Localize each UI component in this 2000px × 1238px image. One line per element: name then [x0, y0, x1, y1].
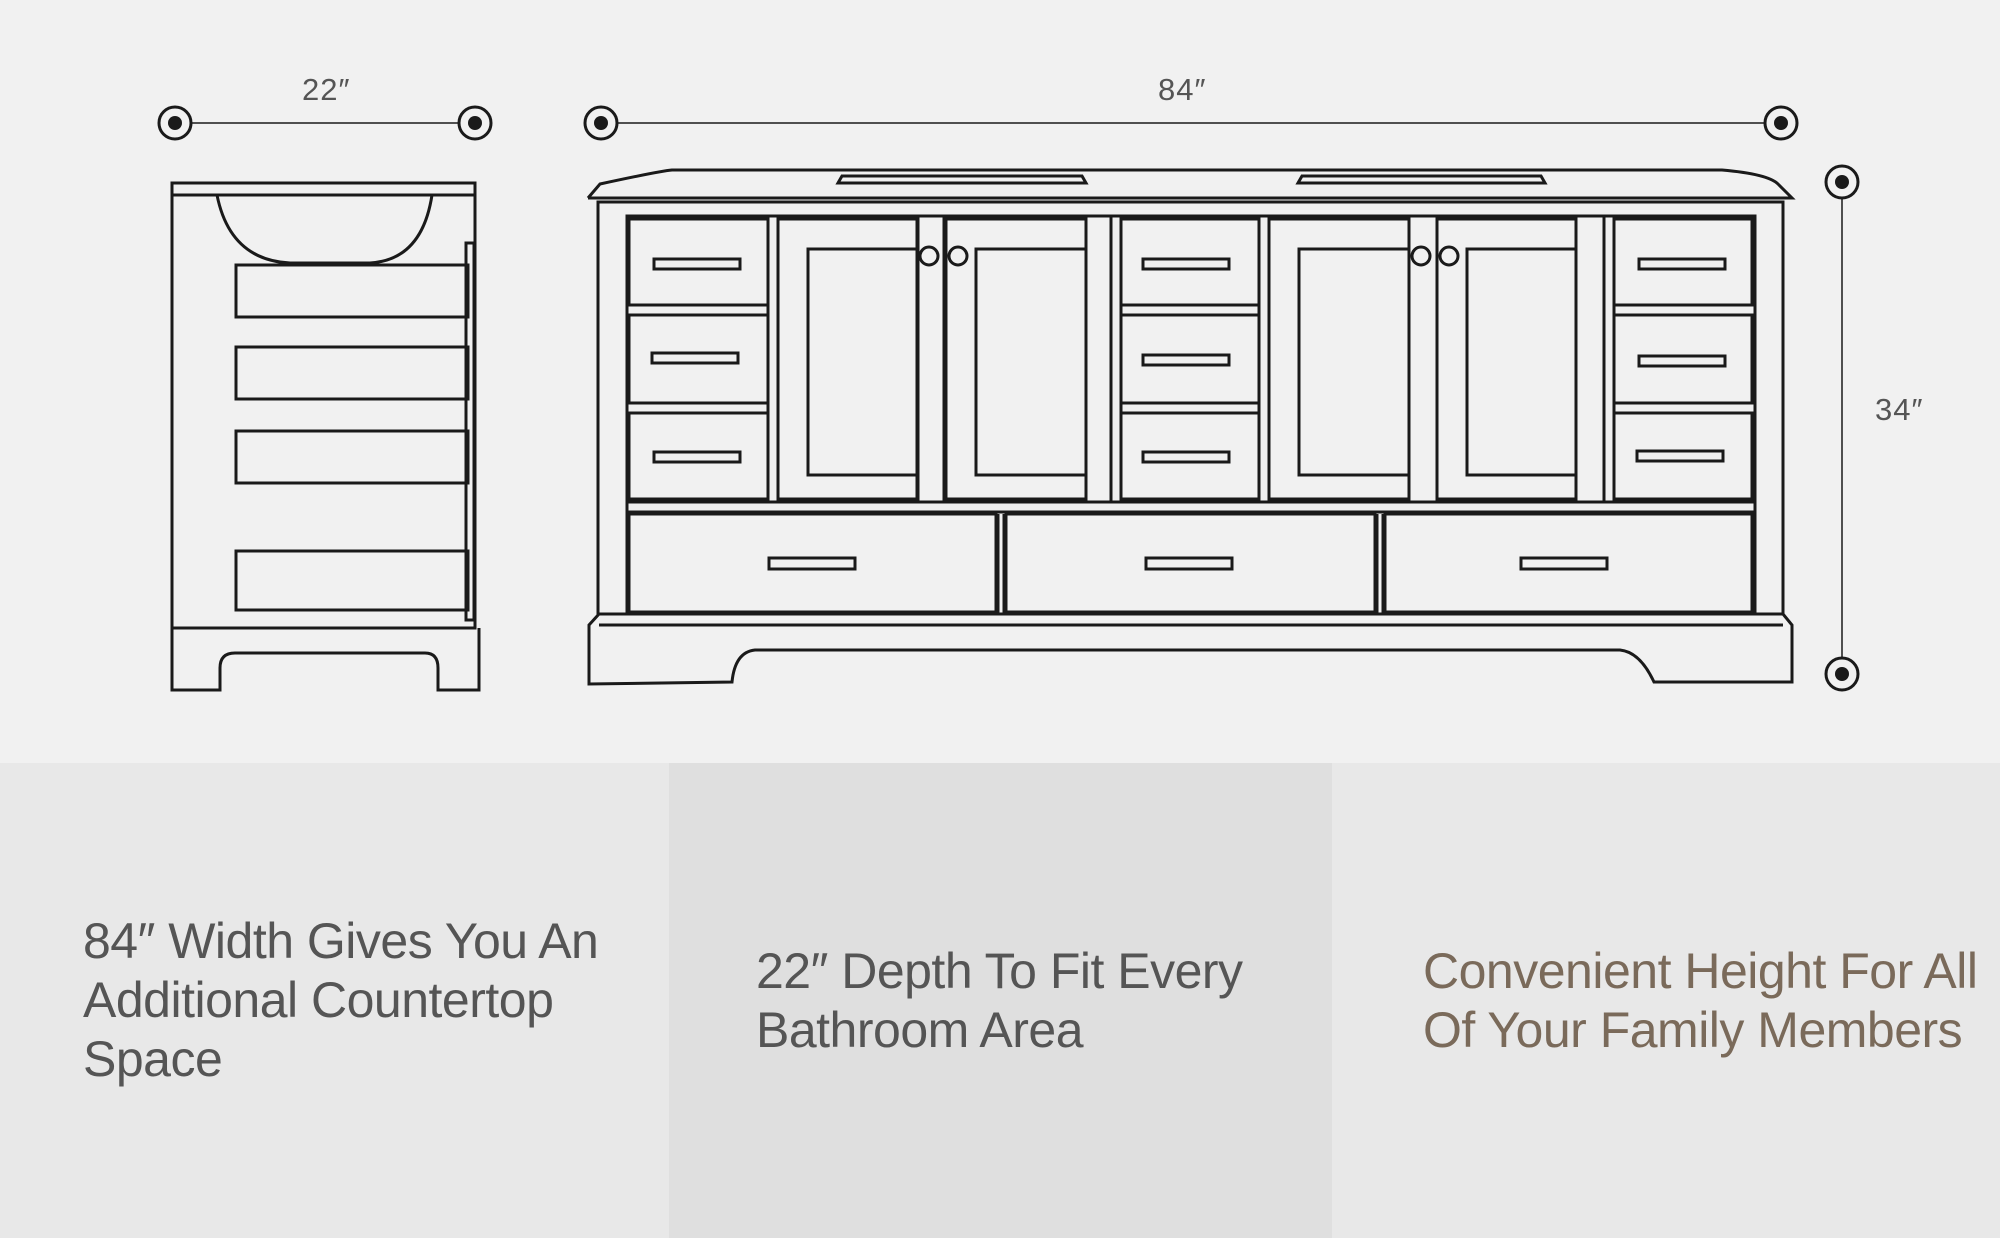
width-dimension-label: 84″: [1158, 72, 1207, 107]
feature-panels: 84″ Width Gives You An Additional Counte…: [0, 763, 2000, 1238]
feature-panel-width: 84″ Width Gives You An Additional Counte…: [0, 763, 669, 1238]
feature-panel-depth: 22″ Depth To Fit Every Bathroom Area: [669, 763, 1332, 1238]
feature-text-depth: 22″ Depth To Fit Every Bathroom Area: [756, 942, 1243, 1058]
front-view-cabinet: [586, 168, 1796, 686]
feature-panel-height: Convenient Height For All Of Your Family…: [1332, 763, 2000, 1238]
side-view-cabinet: [170, 181, 481, 692]
height-dimension-label: 34″: [1875, 392, 1924, 427]
vanity-line-drawing: [157, 105, 1860, 692]
feature-text-width: 84″ Width Gives You An Additional Counte…: [83, 913, 599, 1087]
vanity-dimension-diagram: 22″ 84″ 34″: [157, 72, 1924, 692]
depth-dimension-label: 22″: [302, 72, 351, 107]
feature-text-height: Convenient Height For All Of Your Family…: [1423, 942, 1978, 1058]
dimension-markers: [157, 105, 1860, 692]
drawer-handles: [650, 257, 1727, 571]
